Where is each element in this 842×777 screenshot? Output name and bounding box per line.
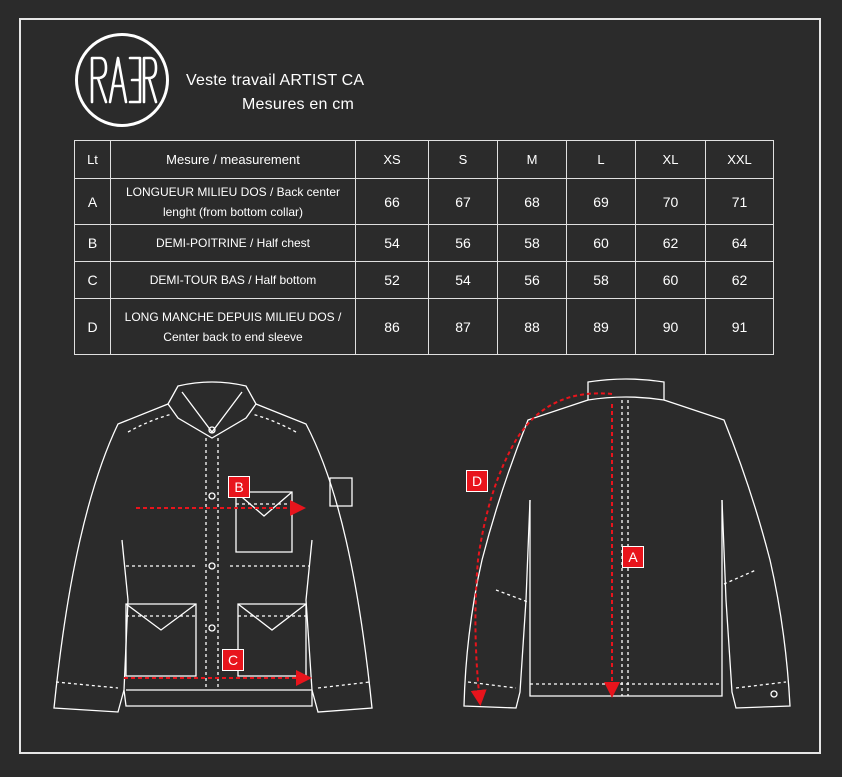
units-subtitle: Mesures en cm	[242, 96, 354, 113]
row-letter: B	[74, 224, 111, 262]
brand-logo	[75, 33, 169, 127]
cell-s: 87	[428, 298, 498, 355]
table-header-row: Lt Mesure / measurement XS S M L XL XXL	[74, 140, 774, 179]
brand-logo-icon	[90, 56, 158, 104]
cell-xxl: 91	[705, 298, 774, 355]
row-measure: LONG MANCHE DEPUIS MILIEU DOS / Center b…	[110, 298, 356, 355]
cell-xxl: 71	[705, 178, 774, 225]
marker-b-half-chest: B	[228, 476, 250, 498]
table-row: D LONG MANCHE DEPUIS MILIEU DOS / Center…	[74, 298, 774, 355]
cell-xxl: 62	[705, 261, 774, 299]
size-chart-table: Lt Mesure / measurement XS S M L XL XXL …	[74, 140, 774, 355]
table-row: B DEMI-POITRINE / Half chest 54 56 58 60…	[74, 224, 774, 262]
row-measure-line2: Center back to end sleeve	[163, 329, 303, 344]
cell-l: 89	[566, 298, 636, 355]
row-measure: DEMI-TOUR BAS / Half bottom	[110, 261, 356, 299]
row-measure-line1: LONG MANCHE DEPUIS MILIEU DOS /	[124, 309, 342, 324]
cell-l: 58	[566, 261, 636, 299]
jacket-back-view	[463, 378, 791, 709]
cell-xl: 60	[635, 261, 706, 299]
row-letter: A	[74, 178, 111, 225]
jacket-front-view	[53, 381, 373, 713]
marker-c-half-bottom: C	[222, 649, 244, 671]
cell-s: 67	[428, 178, 498, 225]
header-size-xl: XL	[635, 140, 706, 179]
header-size-m: M	[497, 140, 567, 179]
cell-xs: 54	[355, 224, 429, 262]
row-measure: DEMI-POITRINE / Half chest	[110, 224, 356, 262]
cell-m: 68	[497, 178, 567, 225]
marker-d-sleeve-length: D	[466, 470, 488, 492]
header-size-s: S	[428, 140, 498, 179]
row-measure-line2: lenght (from bottom collar)	[162, 204, 304, 219]
header-size-xs: XS	[355, 140, 429, 179]
cell-xl: 90	[635, 298, 706, 355]
cell-xxl: 64	[705, 224, 774, 262]
outer-frame	[19, 18, 821, 754]
sleeve-length-line	[470, 392, 613, 706]
cell-xl: 70	[635, 178, 706, 225]
cell-m: 58	[497, 224, 567, 262]
table-row: A LONGUEUR MILIEU DOS / Back center leng…	[74, 178, 774, 225]
marker-a-back-length: A	[622, 546, 644, 568]
product-title: Veste travail ARTIST CA	[186, 72, 365, 89]
row-measure: LONGUEUR MILIEU DOS / Back center lenght…	[110, 178, 356, 225]
table-row: C DEMI-TOUR BAS / Half bottom 52 54 56 5…	[74, 261, 774, 299]
header-measure: Mesure / measurement	[110, 140, 356, 179]
cell-xs: 86	[355, 298, 429, 355]
header-size-xxl: XXL	[705, 140, 774, 179]
cell-xs: 66	[355, 178, 429, 225]
row-measure-line1: LONGUEUR MILIEU DOS / Back center	[125, 184, 341, 199]
